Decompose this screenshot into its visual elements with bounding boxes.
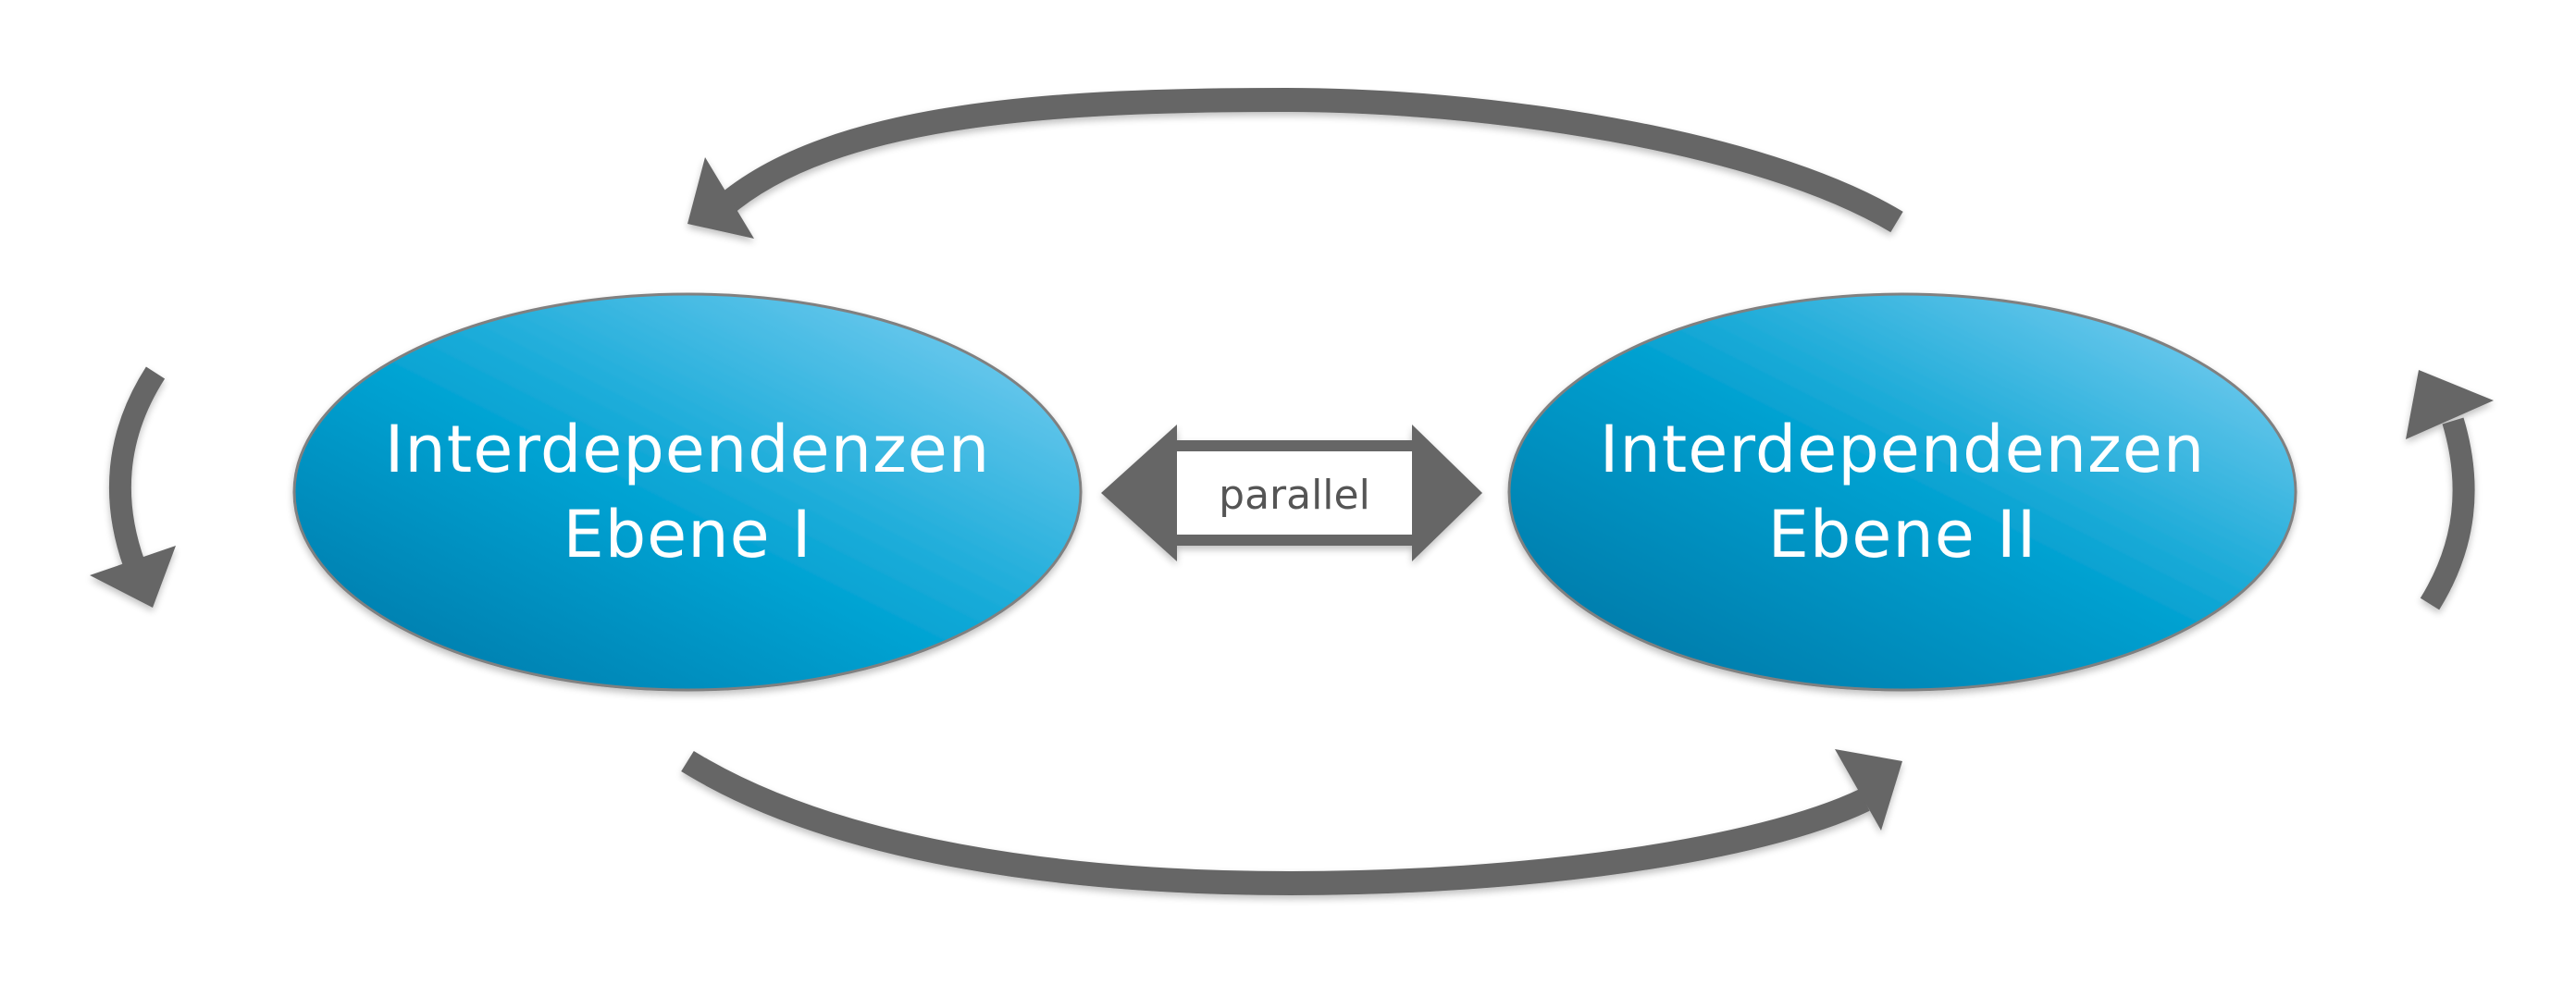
bottom-arc-shaft bbox=[681, 750, 1870, 896]
parallel-right-arrowhead bbox=[1412, 425, 1482, 561]
parallel-left-arrowhead bbox=[1101, 425, 1177, 561]
level2-label-line2: Ebene II bbox=[1767, 497, 2037, 573]
bottom-arc-arrowhead bbox=[1835, 749, 1902, 831]
right-loop-shaft bbox=[2420, 417, 2475, 610]
right-loop-arrow bbox=[2406, 370, 2494, 610]
level2-label-line1: Interdependenzen bbox=[1599, 412, 2206, 487]
level1-label: Interdependenzen Ebene I bbox=[294, 407, 1081, 577]
level1-label-line1: Interdependenzen bbox=[384, 412, 991, 487]
parallel-double-arrow bbox=[1101, 425, 1482, 561]
level2-label: Interdependenzen Ebene II bbox=[1509, 407, 2296, 577]
level2-ellipse bbox=[1507, 292, 2297, 692]
top-arc-shaft bbox=[713, 87, 1903, 233]
top-arc-arrowhead bbox=[687, 157, 754, 239]
level1-label-line2: Ebene I bbox=[563, 497, 812, 573]
top-arc-arrow bbox=[687, 87, 1903, 239]
left-loop-shaft bbox=[108, 366, 166, 569]
left-loop-arrow bbox=[90, 366, 176, 608]
level1-ellipse bbox=[292, 292, 1083, 692]
left-loop-arrowhead bbox=[90, 546, 176, 608]
right-loop-arrowhead bbox=[2406, 370, 2494, 439]
parallel-label: parallel bbox=[1219, 472, 1370, 519]
bottom-arc-arrow bbox=[681, 749, 1902, 896]
parallel-box bbox=[1166, 440, 1423, 546]
